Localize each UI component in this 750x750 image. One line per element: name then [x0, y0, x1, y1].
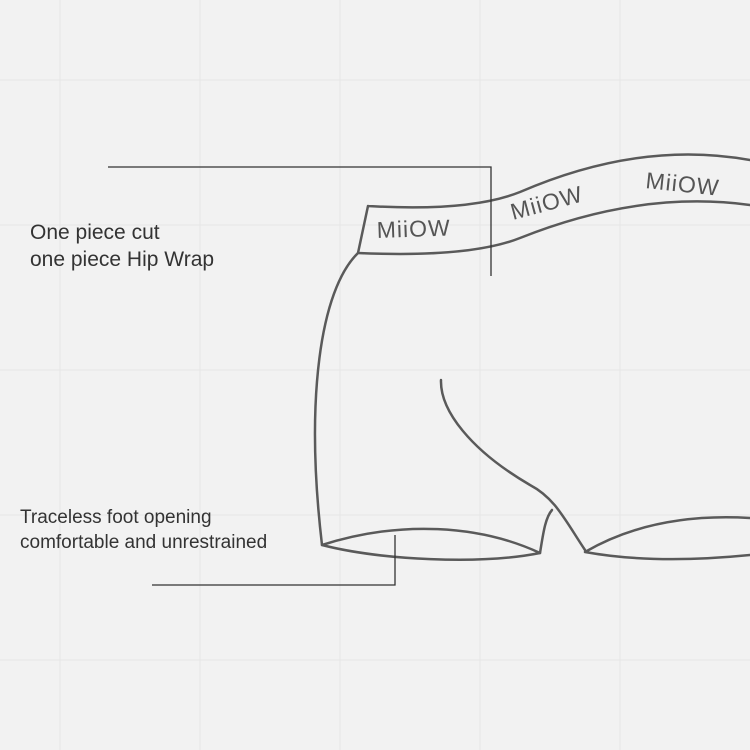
left-leg-opening: [320, 527, 542, 561]
hip-wrap-leader-line: [108, 166, 492, 276]
crotch-seam: [439, 378, 587, 552]
hip-wrap-line-1: One piece cut: [30, 221, 160, 244]
waistband-logo-front: MiiOW: [376, 214, 451, 243]
hip-wrap-annotation: One piece cut one piece Hip Wrap: [30, 219, 214, 273]
hip-wrap-line-2: one piece Hip Wrap: [30, 248, 215, 271]
right-leg-opening: [583, 516, 750, 561]
left-leg-outline: [313, 251, 360, 547]
inner-leg-line: [538, 508, 554, 555]
foot-opening-line-2: comfortable and unrestrained: [20, 532, 268, 553]
foot-opening-leader-line: [152, 535, 396, 586]
foot-opening-annotation: Traceless foot opening comfortable and u…: [20, 505, 267, 555]
waistband-outline: [356, 153, 750, 256]
foot-opening-line-1: Traceless foot opening: [20, 507, 212, 528]
waistband-logo-back: MiiOW: [644, 167, 720, 201]
